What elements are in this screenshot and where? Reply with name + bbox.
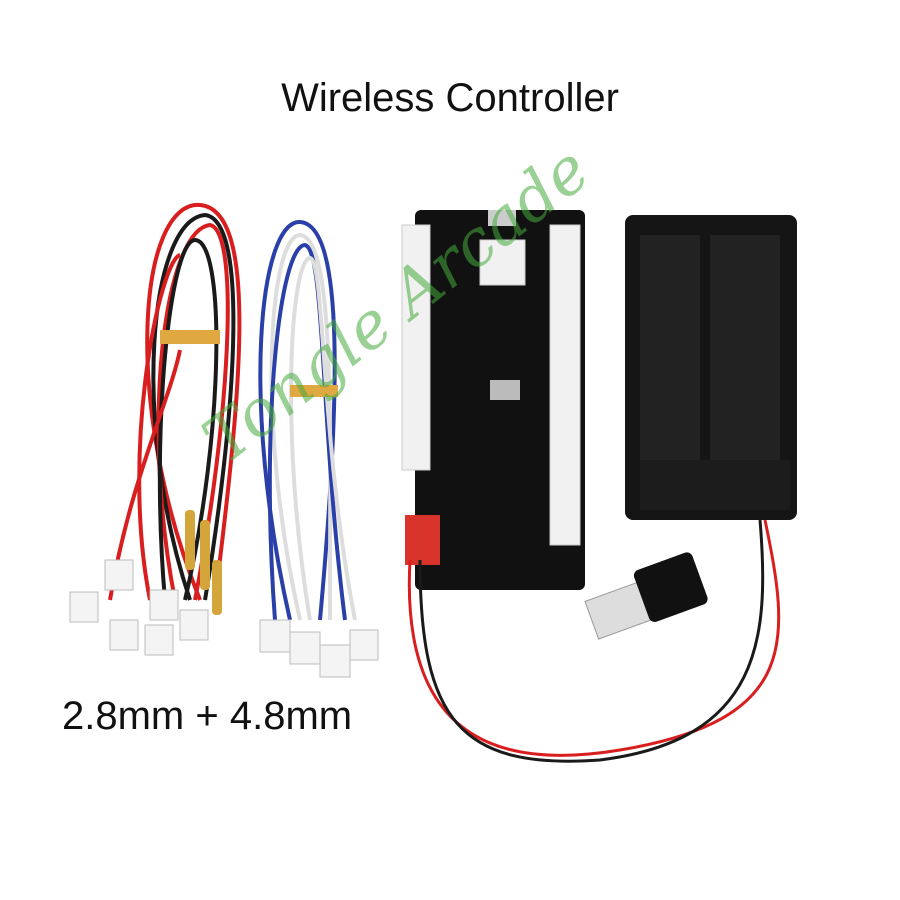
rubber-band bbox=[160, 330, 220, 344]
product-title: Wireless Controller bbox=[281, 76, 619, 120]
red-black-wire-bundle bbox=[108, 202, 242, 601]
gold-terminals bbox=[185, 510, 222, 615]
connectors-left bbox=[69, 559, 209, 656]
battery-box bbox=[625, 215, 797, 520]
controller-pcb bbox=[401, 210, 585, 590]
terminal-size-caption: 2.8mm + 4.8mm bbox=[62, 694, 353, 738]
rubber-band bbox=[290, 385, 338, 397]
battery-wires bbox=[407, 519, 781, 763]
blue-white-wire-bundle bbox=[258, 219, 357, 621]
connectors-middle bbox=[259, 619, 379, 678]
usb-dongle bbox=[584, 552, 708, 640]
